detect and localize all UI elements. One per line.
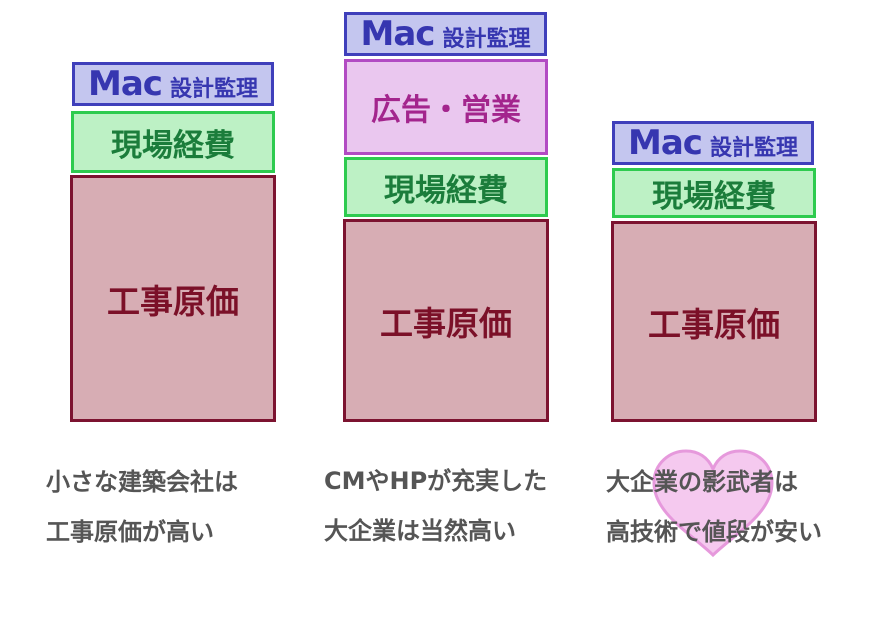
mac-box-3: Mac 設計監理 (612, 121, 814, 165)
genba-box-3: 現場経費 (612, 168, 816, 218)
mac-label-3: Mac (628, 123, 703, 163)
mac-sublabel-3: 設計監理 (709, 136, 798, 161)
caption-3-line-1: 大企業の影武者は (606, 468, 798, 496)
koji-box-3: 工事原価 (611, 221, 817, 422)
mac-sublabel-1: 設計監理 (169, 77, 258, 102)
mac-box-1: Mac 設計監理 (72, 62, 274, 106)
caption-3-line-2: 高技術で値段が安い (606, 518, 822, 546)
genba-label-3: 現場経費 (652, 178, 776, 215)
mac-label-1: Mac (88, 64, 163, 104)
mac-sublabel-2: 設計監理 (442, 27, 531, 52)
genba-label-2: 現場経費 (384, 172, 508, 209)
caption-1-line-1: 小さな建築会社は (46, 468, 238, 496)
mac-box-2: Mac 設計監理 (344, 12, 547, 56)
ad-box-2: 広告・営業 (344, 59, 548, 155)
koji-box-1: 工事原価 (70, 175, 276, 422)
koji-label-1: 工事原価 (107, 281, 239, 321)
genba-box-2: 現場経費 (344, 157, 548, 217)
ad-label-2: 広告・営業 (371, 93, 521, 128)
koji-label-3: 工事原価 (648, 304, 780, 344)
genba-box-1: 現場経費 (71, 111, 275, 173)
caption-2-line-1: CMやHPが充実した (324, 467, 548, 495)
caption-2-line-2: 大企業は当然高い (324, 517, 516, 545)
caption-1-line-2: 工事原価が高い (46, 518, 214, 546)
koji-box-2: 工事原価 (343, 219, 549, 422)
mac-label-2: Mac (360, 14, 436, 54)
genba-label-1: 現場経費 (111, 127, 235, 164)
heart-icon (652, 449, 774, 558)
koji-label-2: 工事原価 (380, 303, 512, 343)
